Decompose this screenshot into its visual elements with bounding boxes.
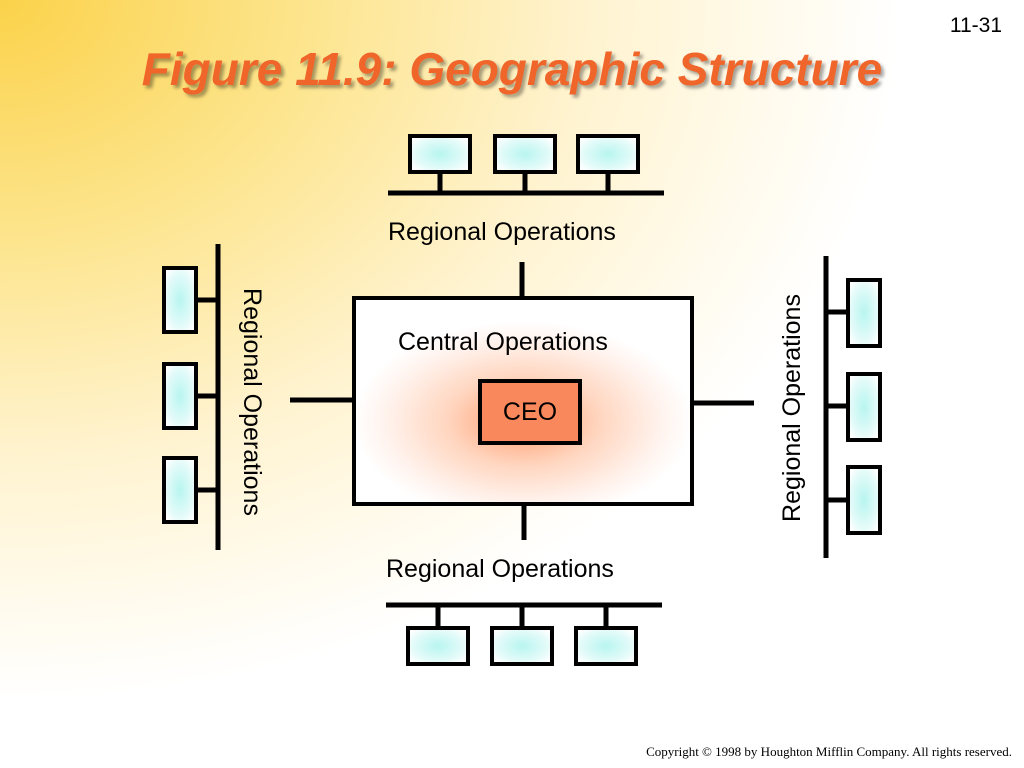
regional-unit-box [162,362,198,430]
copyright-notice: Copyright © 1998 by Houghton Mifflin Com… [646,744,1012,759]
left-regional-label: Regional Operations [238,288,266,516]
regional-unit-box [162,456,198,524]
regional-unit-box [493,134,557,174]
central-operations-label: Central Operations [398,328,608,356]
ceo-box: CEO [478,379,582,445]
top-regional-label: Regional Operations [388,218,616,246]
regional-unit-box [490,626,554,666]
bottom-regional-group [386,602,662,666]
ceo-label: CEO [502,397,558,426]
regional-unit-box [846,278,882,348]
regional-unit-box [406,626,470,666]
regional-unit-box [576,134,640,174]
regional-unit-box [162,266,198,334]
regional-unit-box [408,134,472,174]
left-regional-group [162,244,221,550]
slide-title: Figure 11.9: Geographic Structure [141,43,883,95]
slide-number: 11-31 [949,14,1002,37]
regional-unit-box [846,465,882,535]
bottom-regional-label: Regional Operations [386,555,614,583]
regional-unit-box [846,372,882,442]
top-regional-group [388,134,664,196]
regional-unit-box [574,626,638,666]
right-regional-group [823,256,882,558]
right-regional-label: Regional Operations [778,294,806,522]
